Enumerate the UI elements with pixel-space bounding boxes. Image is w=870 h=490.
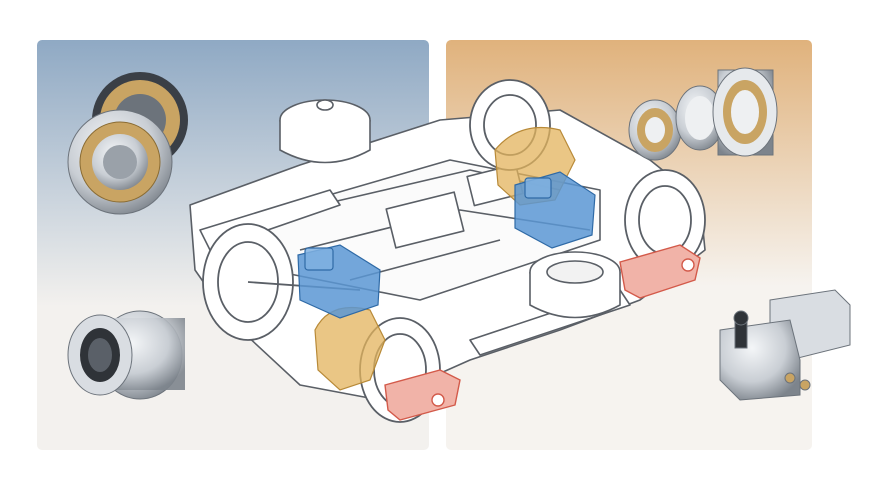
sensor-bracket-image: [719, 289, 851, 401]
cylindrical-roller-bearing-image: [67, 72, 188, 215]
bearing-set-image: [628, 67, 778, 161]
motor-highlight: [297, 171, 596, 319]
air-spring-front: [529, 251, 621, 319]
wheelset-front-right: [624, 169, 706, 271]
wheelset-rear-left: [202, 223, 361, 341]
tapered-roller-bearing-image: [67, 310, 185, 400]
air-spring-rear: [279, 99, 371, 164]
bracket-highlight: [384, 244, 701, 421]
